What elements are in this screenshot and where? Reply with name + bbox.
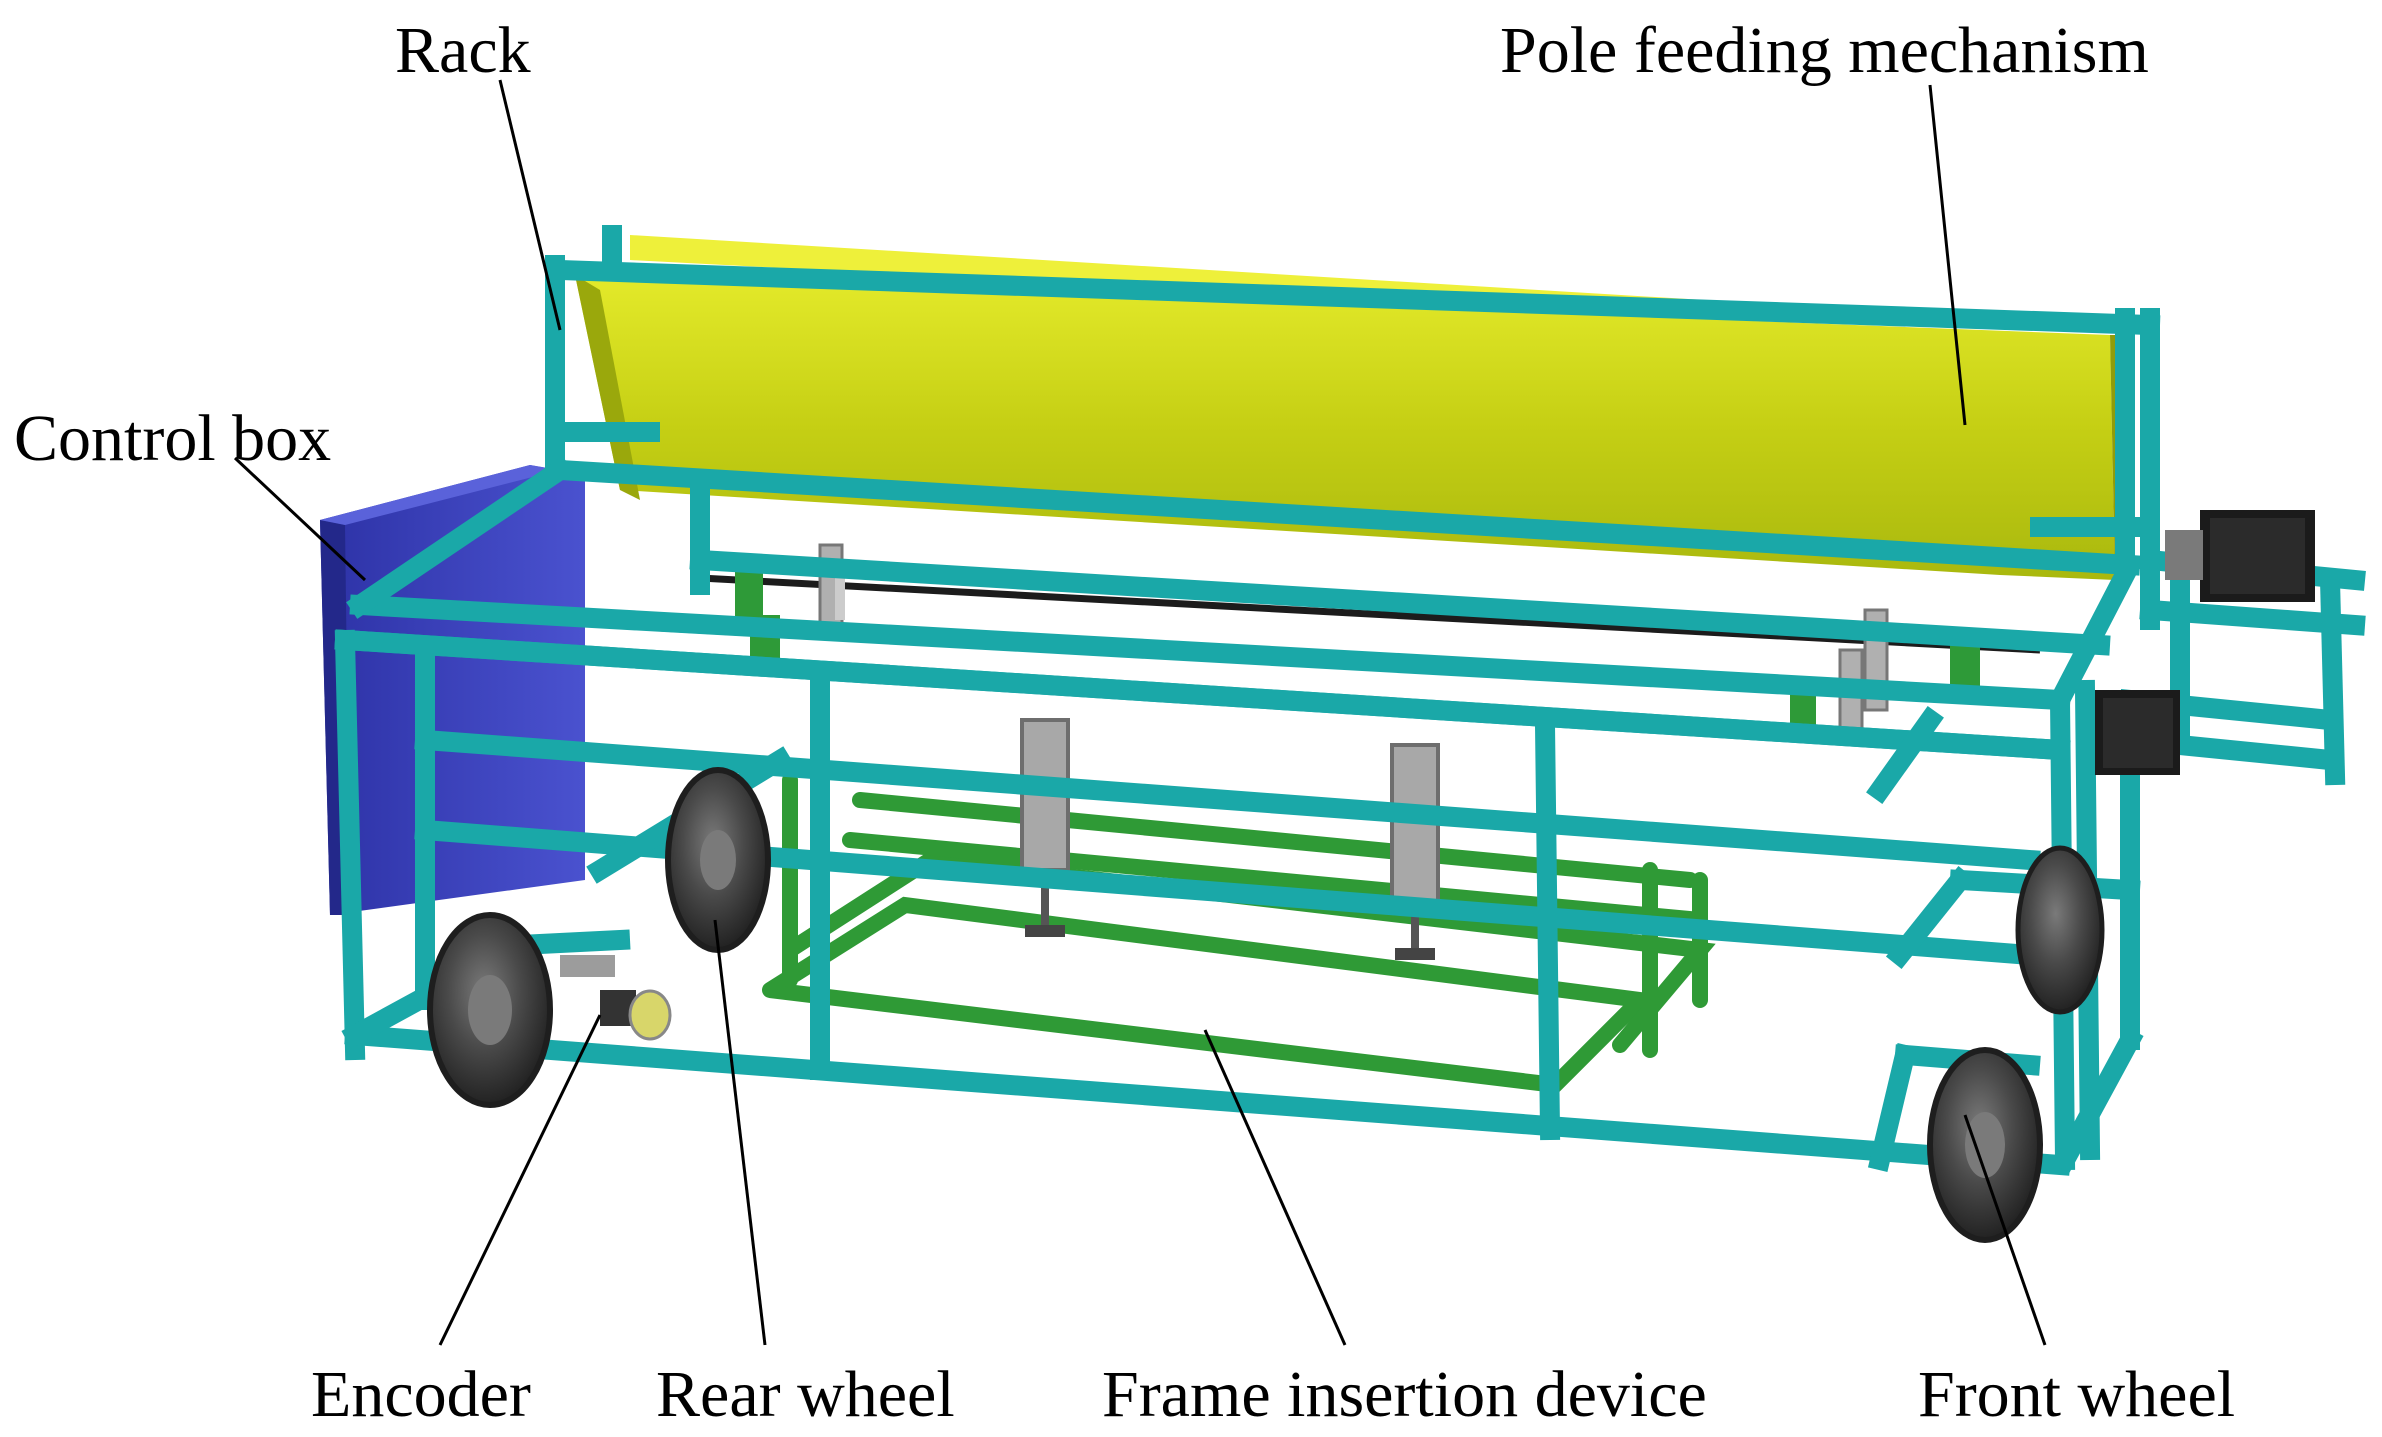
label-rear-wheel: Rear wheel	[656, 1358, 955, 1431]
servo-motors	[2095, 510, 2315, 775]
rear-wheel	[665, 767, 771, 953]
label-control-box: Control box	[14, 402, 332, 475]
label-front-wheel: Front wheel	[1918, 1358, 2236, 1431]
front-wheel	[1927, 1047, 2043, 1243]
label-pole-feeding-mechanism: Pole feeding mechanism	[1500, 14, 2149, 87]
leader-rack	[498, 79, 562, 331]
front-wheel-right	[2015, 845, 2105, 1015]
leader-lines	[233, 79, 2047, 1346]
leader-control-box	[233, 456, 367, 582]
label-rack: Rack	[395, 14, 531, 87]
encoder	[560, 955, 672, 1041]
leader-rear-wheel	[713, 919, 767, 1346]
label-encoder: Encoder	[311, 1358, 531, 1431]
leader-front-wheel	[1963, 1114, 2047, 1346]
leader-frame-insertion	[1203, 1029, 1347, 1346]
label-frame-insertion-device: Frame insertion device	[1102, 1358, 1707, 1431]
rear-wheel-left	[427, 912, 553, 1108]
leader-pole-feeding	[1928, 84, 1967, 426]
leader-encoder	[438, 1014, 602, 1346]
